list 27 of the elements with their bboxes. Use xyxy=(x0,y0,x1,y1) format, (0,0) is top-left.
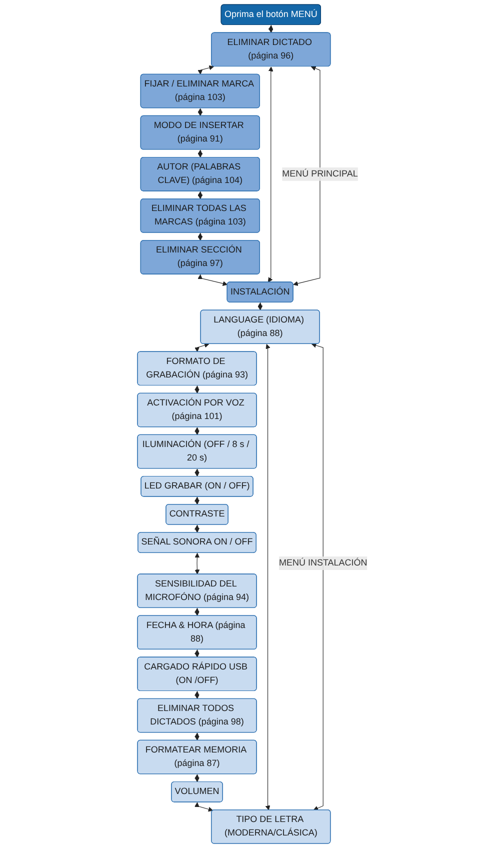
arrow xyxy=(194,552,200,574)
arrow xyxy=(268,25,273,34)
edge-label: MENÚ PRINCIPAL xyxy=(282,169,358,179)
arrow xyxy=(194,524,200,533)
arrow xyxy=(194,427,200,436)
edge-label: MENÚ INSTALACIÓN xyxy=(278,558,367,568)
arrow xyxy=(311,343,324,811)
arrow xyxy=(197,150,202,158)
arrow xyxy=(194,342,209,352)
arrow xyxy=(194,691,200,700)
arrow xyxy=(292,66,320,286)
arrow xyxy=(197,108,202,116)
arrow xyxy=(194,732,200,741)
arrow xyxy=(264,344,270,810)
arrow xyxy=(197,191,202,200)
arrow xyxy=(268,66,273,282)
arrow xyxy=(194,496,200,505)
arrow xyxy=(194,802,213,812)
arrow xyxy=(194,649,200,658)
arrow xyxy=(197,65,214,75)
arrow xyxy=(194,468,200,477)
arrow xyxy=(197,232,202,241)
arrow xyxy=(194,774,200,782)
arrow xyxy=(197,274,228,286)
arrow xyxy=(194,386,200,394)
arrow xyxy=(257,302,262,310)
arrow xyxy=(194,608,200,616)
